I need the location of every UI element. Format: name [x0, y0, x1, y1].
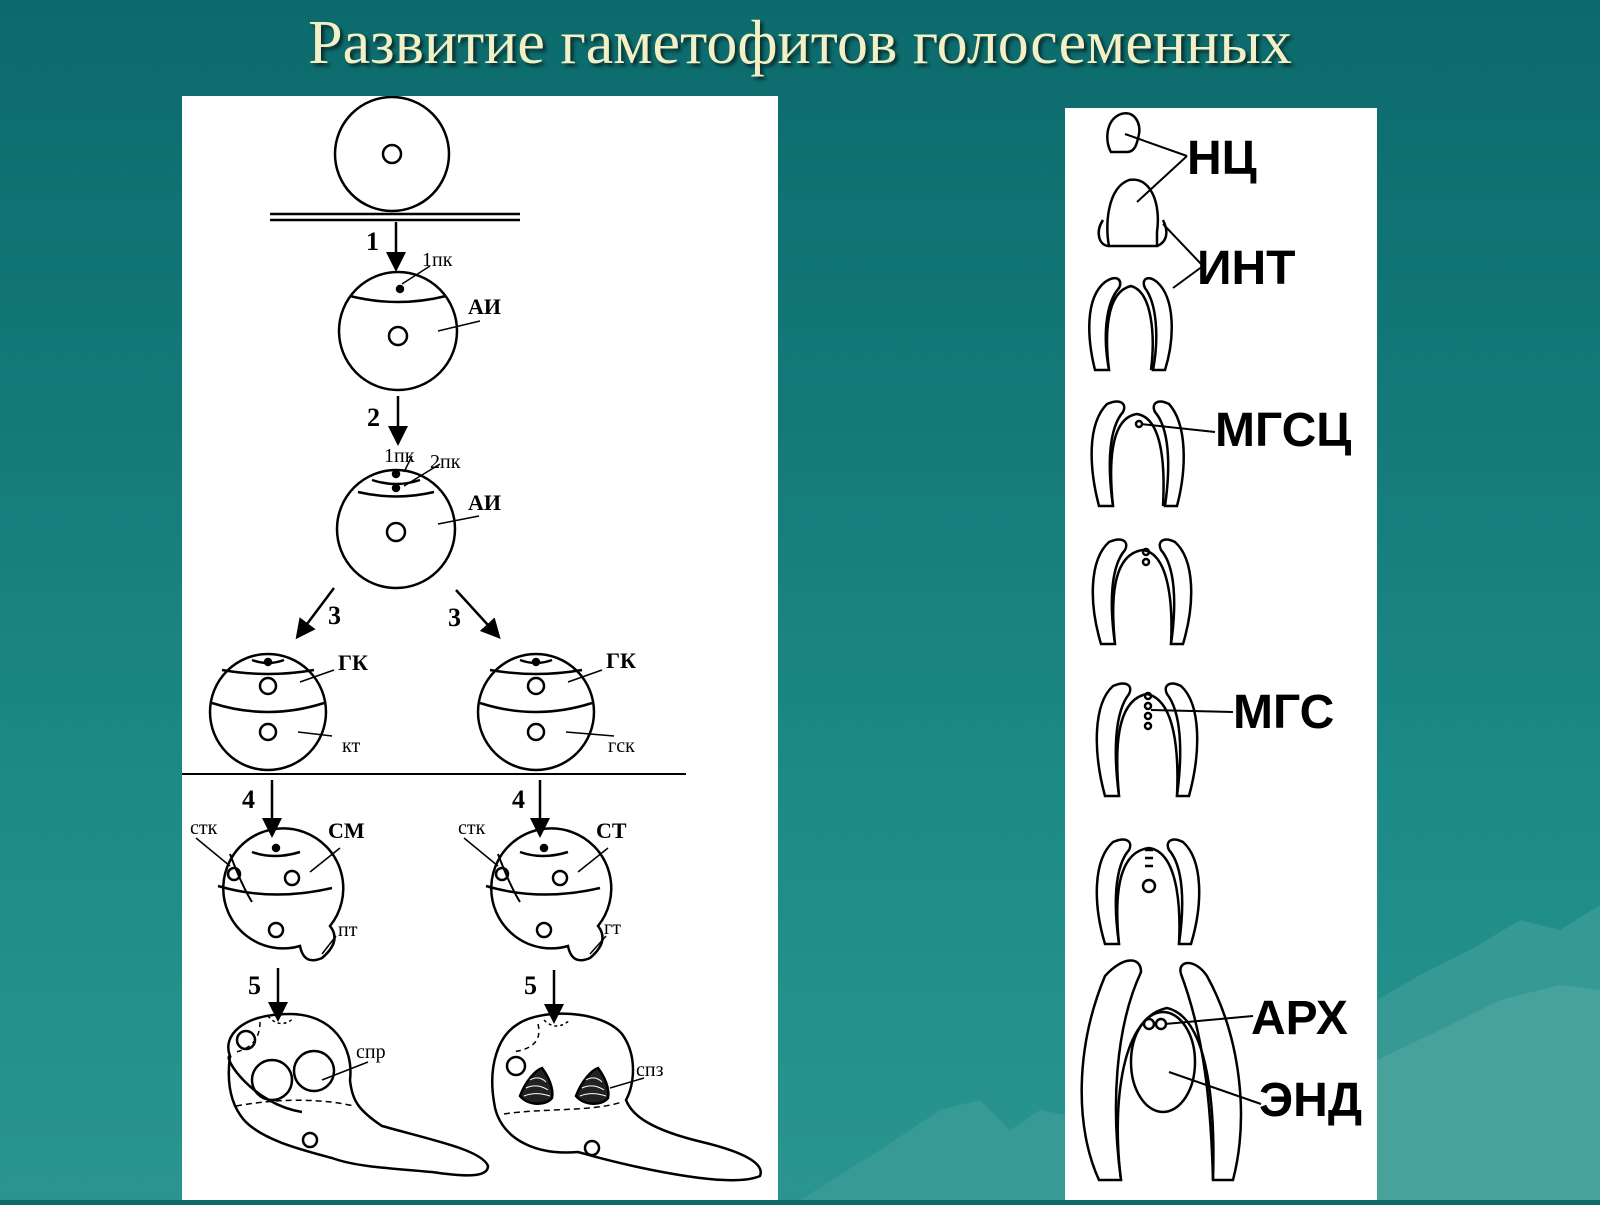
label-stk-right: стк — [458, 817, 486, 839]
label-gk-right: ГК — [606, 648, 636, 673]
pollen-tube-left — [227, 1012, 490, 1177]
label-st: СТ — [596, 818, 627, 843]
label-gsk: гск — [608, 735, 635, 757]
pointer-nc-1 — [1124, 133, 1188, 157]
page-title: Развитие гаметофитов голосеменных — [308, 9, 1292, 77]
step-number-3-left: 3 — [328, 601, 341, 630]
step-number-5-left: 5 — [248, 971, 261, 1000]
ovule-stage-7 — [1095, 838, 1201, 946]
pointer-end — [1168, 1071, 1262, 1105]
left-diagram-panel: 1 2 3 3 4 4 5 5 1пк АИ 1пк 2пк АИ ГК кт … — [182, 95, 778, 1200]
nucellus-stage-2 — [1097, 178, 1168, 248]
pointer-mgs — [1150, 709, 1234, 713]
label-kt: кт — [342, 735, 360, 757]
label-spr: спр — [356, 1041, 386, 1063]
label-gt: гт — [604, 917, 621, 939]
label-stk-left: стк — [190, 817, 218, 839]
label-second-cell: 2пк — [430, 451, 461, 473]
divider-top — [270, 212, 520, 222]
label-first-cell-1: 1пк — [422, 249, 453, 271]
ovule-stage-3 — [1088, 277, 1173, 372]
pointer-mgsc — [1140, 423, 1216, 433]
label-arh: АРХ — [1251, 992, 1348, 1045]
ovule-stage-4 — [1090, 400, 1185, 508]
step-number-4-right: 4 — [512, 785, 525, 814]
step-number-4-left: 4 — [242, 785, 255, 814]
nucellus-stage-1 — [1106, 112, 1141, 154]
arrow-step-3-right — [455, 589, 501, 639]
cell-stage-4-right — [463, 827, 613, 962]
step-number-2: 2 — [367, 403, 380, 432]
ovule-stage-8 — [1080, 959, 1243, 1182]
pointer-nc-2 — [1136, 155, 1188, 203]
pointer-int-2 — [1172, 265, 1204, 289]
ovule-stage-6 — [1095, 682, 1199, 798]
cell-stage-3-left — [208, 652, 335, 772]
pointer-int-1 — [1162, 223, 1204, 267]
label-sm: СМ — [328, 818, 365, 843]
microspore-cell — [333, 95, 451, 213]
label-end: ЭНД — [1259, 1074, 1362, 1127]
right-diagram-panel: НЦ ИНТ МГСЦ МГС АРХ ЭНД — [1065, 108, 1377, 1200]
pointer-arh — [1164, 1015, 1254, 1025]
label-mgsc: МГСЦ — [1215, 404, 1351, 457]
label-nc: НЦ — [1187, 132, 1257, 185]
label-ai-2: АИ — [468, 490, 501, 515]
label-spz: спз — [636, 1059, 664, 1081]
label-ai-1: АИ — [468, 294, 501, 319]
pollen-tube-right — [491, 1012, 762, 1182]
gametophyte-development-diagram: 1 2 3 3 4 4 5 5 1пк АИ 1пк 2пк АИ ГК кт … — [182, 95, 762, 1182]
cell-stage-1 — [337, 265, 481, 392]
cell-stage-3-right — [476, 652, 615, 772]
ovule-stage-5 — [1091, 538, 1193, 646]
step-number-5-right: 5 — [524, 971, 537, 1000]
ovule-development-diagram: НЦ ИНТ МГСЦ МГС АРХ ЭНД — [1080, 112, 1362, 1182]
arrow-step-3-left — [295, 587, 335, 640]
step-number-3-right: 3 — [448, 603, 461, 632]
cell-stage-4-left — [195, 827, 345, 962]
cell-stage-2 — [335, 455, 480, 590]
label-first-cell-2: 1пк — [384, 445, 415, 467]
label-mgs: МГС — [1233, 686, 1334, 739]
label-gk-left: ГК — [338, 650, 368, 675]
label-pt: пт — [338, 919, 358, 941]
step-number-1: 1 — [366, 227, 379, 256]
label-int: ИНТ — [1197, 242, 1295, 295]
